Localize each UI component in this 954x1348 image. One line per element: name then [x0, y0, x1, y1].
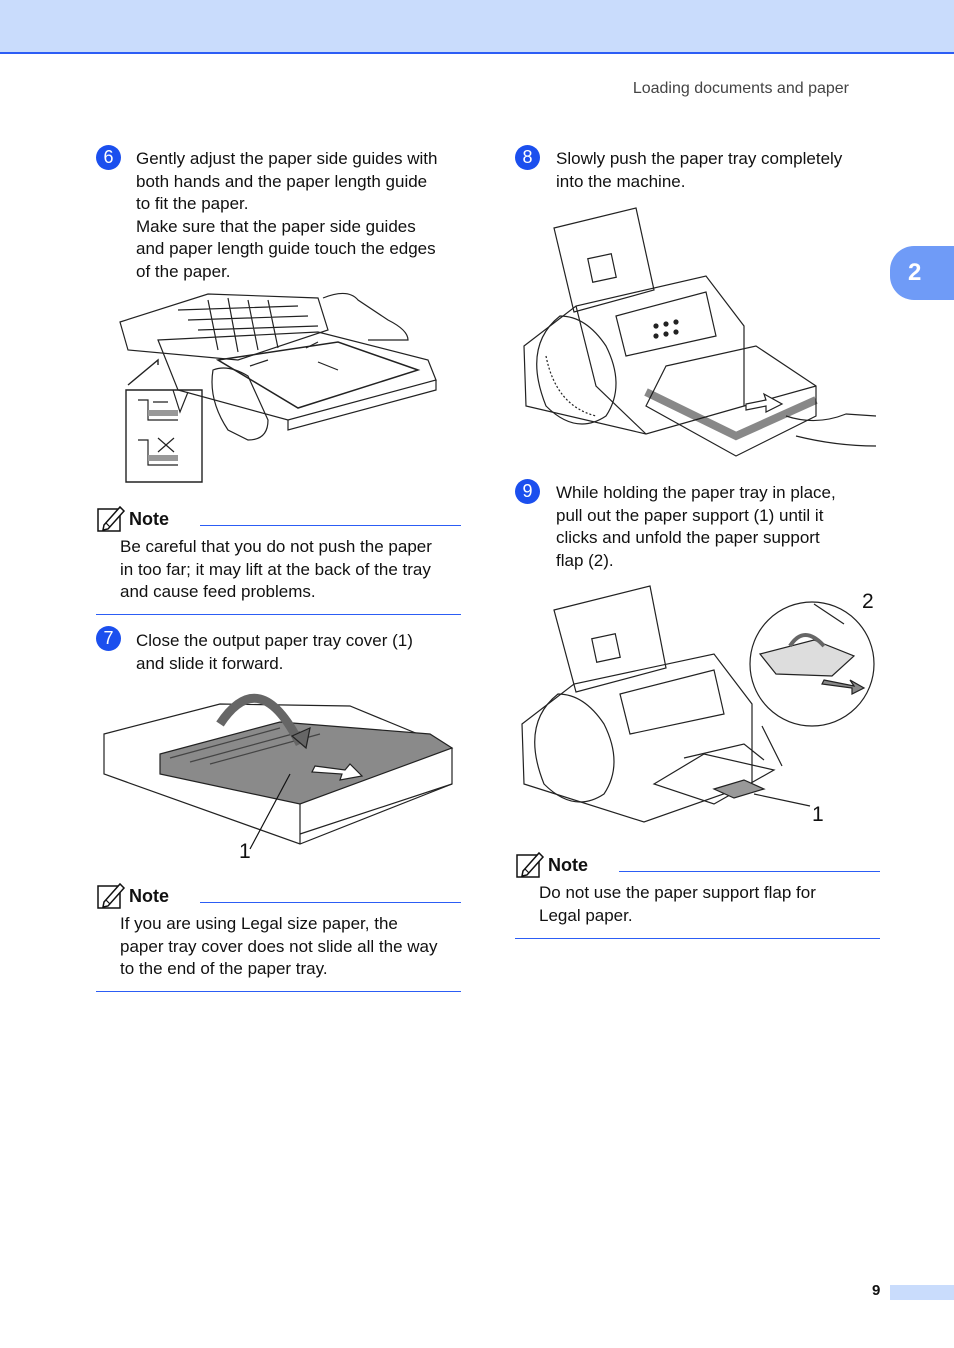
note-2: Note If you are using Legal size paper, … — [96, 881, 461, 993]
note-1-body: Be careful that you do not push the pape… — [120, 536, 432, 604]
note-3-head: Note — [515, 850, 588, 880]
step-6-line: and paper length guide touch the edges — [136, 239, 436, 258]
note-2-rule — [200, 902, 461, 903]
note-1-head: Note — [96, 504, 169, 534]
chapter-tab: 2 — [890, 246, 954, 300]
step-9-text: While holding the paper tray in place, p… — [556, 482, 836, 572]
note-1-rule — [200, 525, 461, 526]
callout-9-2: 2 — [862, 590, 874, 613]
tray-cover-illustration — [103, 693, 454, 850]
note-2-line: If you are using Legal size paper, the — [120, 914, 398, 933]
note-2-line: paper tray cover does not slide all the … — [120, 936, 438, 956]
step-6-text: Gently adjust the paper side guides with… — [136, 148, 437, 283]
note-2-head: Note — [96, 881, 169, 911]
note-1-title: Note — [129, 508, 169, 529]
note-pencil-icon — [97, 882, 126, 909]
chapter-number: 2 — [908, 259, 922, 286]
note-pencil-icon — [97, 505, 126, 532]
step-6-badge: 6 — [96, 145, 121, 170]
running-header: Loading documents and paper — [632, 80, 849, 97]
callout-7-1: 1 — [239, 840, 251, 863]
step-9-line: pull out the paper support (1) until it — [556, 505, 824, 525]
note-3: Note Do not use the paper support flap f… — [515, 850, 880, 940]
step-7-line: and slide it forward. — [136, 653, 284, 673]
step-6-line: of the paper. — [136, 261, 231, 281]
step-7-badge: 7 — [96, 626, 121, 651]
note-2-title: Note — [129, 885, 169, 906]
note-pencil-icon — [516, 851, 545, 878]
note-1-line: and cause feed problems. — [120, 582, 316, 601]
step-9-line: flap (2). — [556, 550, 614, 570]
top-band — [0, 0, 954, 54]
step-6-line: both hands and the paper length guide — [136, 171, 428, 191]
step-8-badge: 8 — [515, 145, 540, 170]
page-bar — [890, 1285, 954, 1300]
fax-tray-push-illustration — [523, 207, 877, 457]
step-8-text: Slowly push the paper tray completely in… — [556, 148, 842, 193]
page-number: 9 — [872, 1282, 881, 1299]
note-1: Note Be careful that you do not push the… — [96, 504, 461, 616]
step-6-line: to fit the paper. — [136, 194, 249, 213]
step-9-line: While holding the paper tray in place, — [556, 483, 836, 502]
note-1-line: in too far; it may lift at the back of t… — [120, 559, 431, 579]
note-3-body: Do not use the paper support flap for Le… — [539, 882, 816, 927]
note-3-line: Legal paper. — [539, 905, 633, 925]
note-3-title: Note — [548, 854, 588, 875]
note-2-bottom-rule — [96, 991, 461, 992]
step-6-line: Gently adjust the paper side guides with — [136, 149, 438, 168]
note-3-rule — [619, 871, 880, 872]
step-7-text: Close the output paper tray cover (1) an… — [136, 630, 413, 675]
note-1-bottom-rule — [96, 614, 461, 615]
fax-paper-support-illustration — [521, 585, 875, 823]
note-3-bottom-rule — [515, 938, 880, 939]
step-8-line: into the machine. — [556, 171, 686, 191]
step-9-line: clicks and unfold the paper support — [556, 528, 820, 547]
callout-9-1: 1 — [812, 803, 824, 826]
step-6-line: Make sure that the paper side guides — [136, 216, 416, 236]
note-2-body: If you are using Legal size paper, the p… — [120, 913, 438, 981]
note-1-line: Be careful that you do not push the pape… — [120, 537, 432, 556]
note-3-line: Do not use the paper support flap for — [539, 883, 816, 902]
paper-guides-illustration — [119, 292, 437, 483]
step-9-badge: 9 — [515, 479, 540, 504]
note-2-line: to the end of the paper tray. — [120, 959, 328, 978]
step-7-line: Close the output paper tray cover (1) — [136, 631, 413, 650]
step-8-line: Slowly push the paper tray completely — [556, 149, 843, 168]
